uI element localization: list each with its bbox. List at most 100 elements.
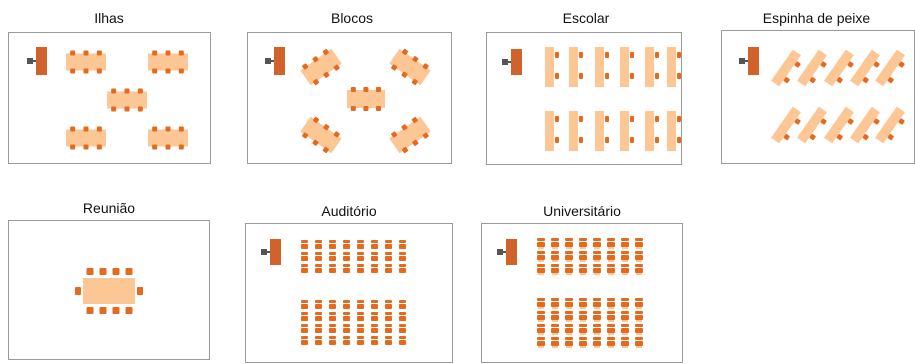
chair xyxy=(83,68,89,74)
chair xyxy=(301,244,308,249)
chair xyxy=(385,316,392,321)
chair xyxy=(887,133,894,141)
tablet-arm xyxy=(580,260,586,262)
reuniao-diagram xyxy=(75,268,143,314)
chair xyxy=(579,73,583,79)
chair xyxy=(862,76,869,84)
chair xyxy=(537,238,545,241)
chair xyxy=(593,255,601,260)
desk-column xyxy=(545,47,559,87)
tablet-arm xyxy=(538,307,544,309)
chair xyxy=(343,268,350,273)
chair xyxy=(579,328,587,333)
chair xyxy=(399,300,406,303)
chair xyxy=(399,324,406,327)
desk-column xyxy=(569,111,583,151)
chair xyxy=(83,50,89,56)
chair xyxy=(593,242,601,247)
camera-lens xyxy=(502,251,506,253)
chair xyxy=(96,126,102,132)
university-seat xyxy=(537,264,545,275)
auditorium-seat xyxy=(329,312,336,321)
table xyxy=(850,106,880,144)
chair xyxy=(371,328,378,333)
room-diagram xyxy=(247,32,452,164)
chair xyxy=(391,131,398,138)
chair xyxy=(537,255,545,260)
island-table xyxy=(148,50,188,74)
auditorium-seat xyxy=(315,264,322,273)
chair xyxy=(371,324,378,327)
teacher-desk xyxy=(511,49,522,75)
auditorium-seat xyxy=(343,240,350,249)
chair xyxy=(635,324,643,327)
chair xyxy=(83,126,89,132)
auditorium-seat xyxy=(329,264,336,273)
chair xyxy=(593,302,601,307)
chair xyxy=(607,315,615,320)
chair xyxy=(635,328,643,333)
tablet-arm xyxy=(538,333,544,335)
tablet-arm xyxy=(552,333,558,335)
table xyxy=(667,111,676,151)
chair xyxy=(329,316,336,321)
chair xyxy=(655,73,659,79)
tablet-arm xyxy=(552,346,558,348)
camera-icon xyxy=(27,58,33,64)
chair xyxy=(551,324,559,327)
chair xyxy=(565,315,573,320)
chair xyxy=(607,264,615,267)
chair xyxy=(630,73,634,79)
camera-icon xyxy=(265,58,271,64)
university-seat xyxy=(593,324,601,335)
auditorium-seat xyxy=(385,312,392,321)
auditorium-seat xyxy=(371,264,378,273)
university-seat xyxy=(551,264,559,275)
chair xyxy=(385,324,392,327)
university-seat xyxy=(537,337,545,348)
university-seat xyxy=(621,238,629,249)
chair xyxy=(401,48,409,56)
chair xyxy=(579,324,587,327)
chair xyxy=(137,88,143,94)
auditorium-seat xyxy=(399,240,406,249)
chair xyxy=(137,106,143,112)
tablet-arm xyxy=(636,260,642,262)
table xyxy=(300,48,342,86)
chair xyxy=(412,56,419,63)
room-diagram xyxy=(721,30,915,164)
chair xyxy=(873,118,880,125)
university-seat xyxy=(579,251,587,262)
herringbone-desk xyxy=(797,49,827,87)
chair xyxy=(635,264,643,267)
chair xyxy=(593,324,601,327)
auditorium-seat xyxy=(357,324,364,333)
desk-column xyxy=(595,111,609,151)
auditorium-seat xyxy=(385,300,392,309)
chair xyxy=(75,287,81,295)
tablet-arm xyxy=(538,320,544,322)
auditorium-seat xyxy=(315,312,322,321)
camera-icon xyxy=(261,249,267,255)
room-diagram xyxy=(8,32,211,164)
auditorium-seat xyxy=(399,324,406,333)
table xyxy=(148,129,188,147)
tablet-arm xyxy=(580,273,586,275)
chair xyxy=(329,264,336,267)
chair xyxy=(537,268,545,273)
auditorium-seat xyxy=(329,240,336,249)
chair xyxy=(357,300,364,303)
tablet-arm xyxy=(566,307,572,309)
tablet-arm xyxy=(622,260,628,262)
layout-reuniao: Reunião xyxy=(6,200,212,360)
chair xyxy=(677,116,681,122)
blocos-diagram xyxy=(265,47,431,154)
espinha-diagram xyxy=(739,47,905,144)
chair xyxy=(343,300,350,303)
tablet-arm xyxy=(552,307,558,309)
tablet-arm xyxy=(608,307,614,309)
camera-icon xyxy=(502,59,508,65)
chair xyxy=(565,337,573,340)
chair xyxy=(537,302,545,307)
university-seat xyxy=(579,311,587,322)
